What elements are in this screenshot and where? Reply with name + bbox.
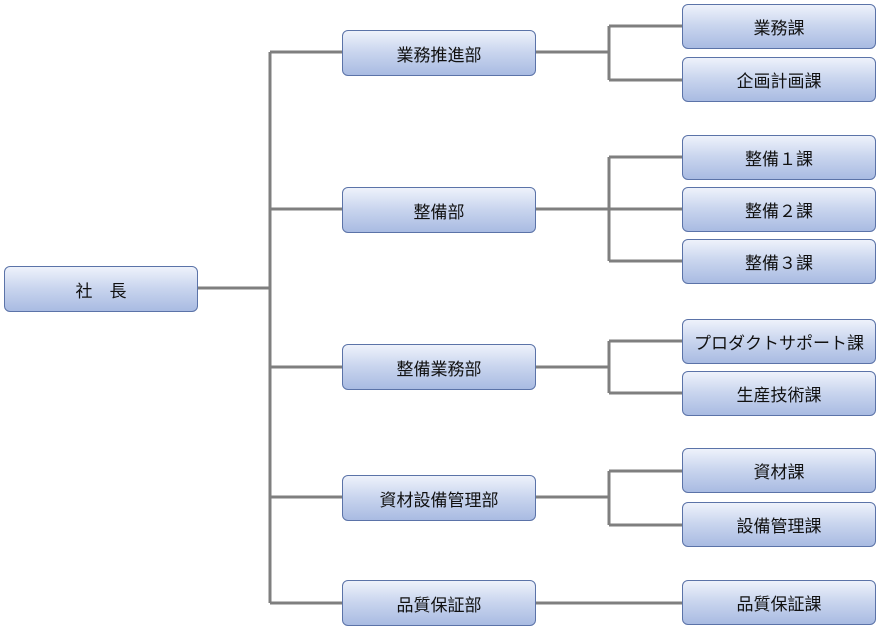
section-box: 設備管理課 [682,502,876,547]
department-box: 整備部 [342,187,536,233]
section-label: 整備３課 [745,254,813,274]
department-box: 品質保証部 [342,580,536,626]
section-label: 整備１課 [745,150,813,170]
section-box: 品質保証課 [682,580,876,625]
section-box: 業務課 [682,4,876,49]
president-box: 社 長 [4,266,198,312]
department-box: 業務推進部 [342,30,536,76]
department-label: 業務推進部 [396,45,482,66]
department-label: 整備部 [413,202,465,223]
section-box: 資材課 [682,448,876,493]
section-box: 企画計画課 [682,57,876,102]
department-label: 資材設備管理部 [379,490,499,511]
section-label: 業務課 [753,19,805,39]
section-label: 設備管理課 [736,517,822,537]
section-box: 整備１課 [682,135,876,180]
president-label: 社 長 [75,281,127,302]
department-box: 整備業務部 [342,344,536,390]
department-label: 整備業務部 [396,359,482,380]
department-box: 資材設備管理部 [342,475,536,521]
section-label: 整備２課 [745,202,813,222]
section-box: プロダクトサポート課 [682,319,876,364]
section-label: プロダクトサポート課 [694,334,864,354]
section-label: 資材課 [753,463,805,483]
section-box: 生産技術課 [682,371,876,416]
section-label: 品質保証課 [736,595,822,615]
section-box: 整備３課 [682,239,876,284]
section-label: 企画計画課 [736,72,822,92]
department-label: 品質保証部 [396,595,482,616]
section-box: 整備２課 [682,187,876,232]
section-label: 生産技術課 [736,386,822,406]
